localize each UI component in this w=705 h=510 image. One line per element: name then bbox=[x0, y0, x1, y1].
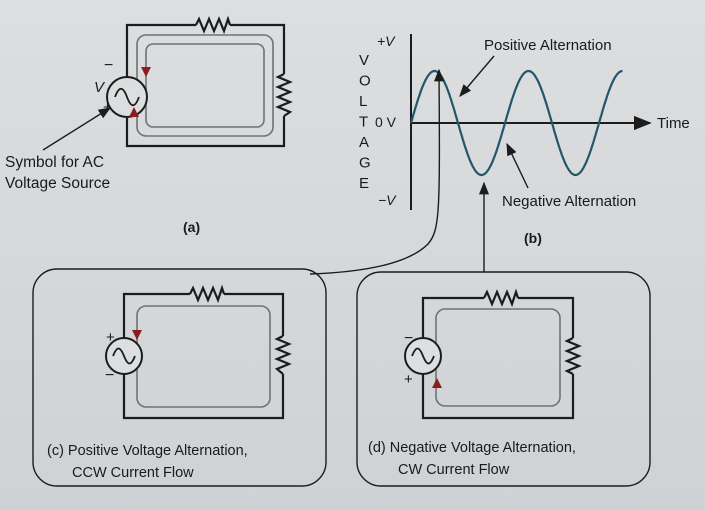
resistor-icon bbox=[483, 288, 520, 308]
source-symbol-label: Symbol for AC Voltage Source bbox=[5, 154, 110, 192]
current-arrow-icon bbox=[129, 107, 139, 117]
panel-c-caption-line1: (c) Positive Voltage Alternation, bbox=[47, 443, 248, 459]
panel-d-caption-line2: CW Current Flow bbox=[398, 462, 510, 478]
connector-peak-to-panel-c bbox=[309, 68, 445, 275]
panel-a-label-pointer bbox=[42, 107, 112, 151]
panel-c-top-sign: + bbox=[106, 329, 115, 346]
y-min-label: −V bbox=[378, 192, 397, 208]
panel-b-caption: (b) bbox=[524, 230, 542, 246]
panel-a-circuit-wire bbox=[125, 23, 286, 148]
y-axis-title-letter: G bbox=[359, 155, 371, 172]
positive-alternation-pointer bbox=[459, 55, 495, 97]
panel-d-frame bbox=[356, 271, 651, 487]
y-axis-title-letter: A bbox=[359, 134, 369, 151]
panel-c: + − (c) Positive Voltage Alternation, CC… bbox=[32, 268, 327, 487]
panel-c-bottom-sign: − bbox=[105, 367, 114, 384]
panel-c-current-loop bbox=[136, 305, 271, 408]
panel-d-bottom-sign: + bbox=[404, 371, 413, 388]
ac-source-icon bbox=[404, 337, 442, 375]
current-arrow-icon bbox=[432, 378, 442, 388]
panel-a-caption: (a) bbox=[183, 219, 200, 235]
y-axis-title-letter: T bbox=[359, 114, 368, 131]
y-axis-title-letter: L bbox=[359, 93, 367, 110]
resistor-icon bbox=[189, 284, 226, 304]
panel-d-current-loop bbox=[435, 308, 561, 407]
panel-c-caption-line2: CCW Current Flow bbox=[72, 465, 194, 481]
y-axis-title-letter: E bbox=[359, 175, 369, 192]
panel-d: − + (d) Negative Voltage Alternation, CW… bbox=[356, 271, 651, 487]
resistor-icon bbox=[195, 15, 232, 35]
panel-a: − V + Symbol for AC Voltage Source (a) bbox=[5, 15, 293, 235]
resistor-icon bbox=[564, 337, 582, 375]
y-max-label: +V bbox=[377, 33, 396, 49]
current-arrow-icon bbox=[132, 330, 142, 340]
panel-d-top-sign: − bbox=[404, 330, 413, 347]
time-axis-label: Time bbox=[657, 115, 690, 132]
y-zero-label: 0 V bbox=[375, 114, 397, 130]
resistor-icon bbox=[274, 335, 292, 375]
ac-source-icon bbox=[105, 337, 143, 375]
panel-c-circuit-wire bbox=[122, 292, 285, 420]
panel-d-circuit-wire bbox=[421, 296, 575, 420]
positive-alternation-label: Positive Alternation bbox=[484, 37, 612, 54]
sine-wave bbox=[409, 69, 623, 177]
panel-a-current-loop-outer bbox=[136, 34, 274, 137]
y-axis-title-letter: O bbox=[359, 73, 371, 90]
resistor-icon bbox=[275, 73, 293, 117]
panel-a-v-label: V bbox=[94, 79, 106, 96]
negative-alternation-pointer bbox=[506, 142, 529, 189]
ac-source-icon bbox=[106, 76, 148, 118]
y-axis-title-letter: V bbox=[359, 52, 369, 69]
panel-c-frame bbox=[32, 268, 327, 487]
current-arrow-icon bbox=[141, 67, 151, 77]
panel-a-minus-sign: − bbox=[104, 57, 113, 74]
negative-alternation-label: Negative Alternation bbox=[502, 193, 636, 210]
panel-d-caption-line1: (d) Negative Voltage Alternation, bbox=[368, 440, 576, 456]
panel-a-current-loop-inner bbox=[145, 43, 265, 128]
panel-a-plus-sign: + bbox=[103, 99, 112, 116]
